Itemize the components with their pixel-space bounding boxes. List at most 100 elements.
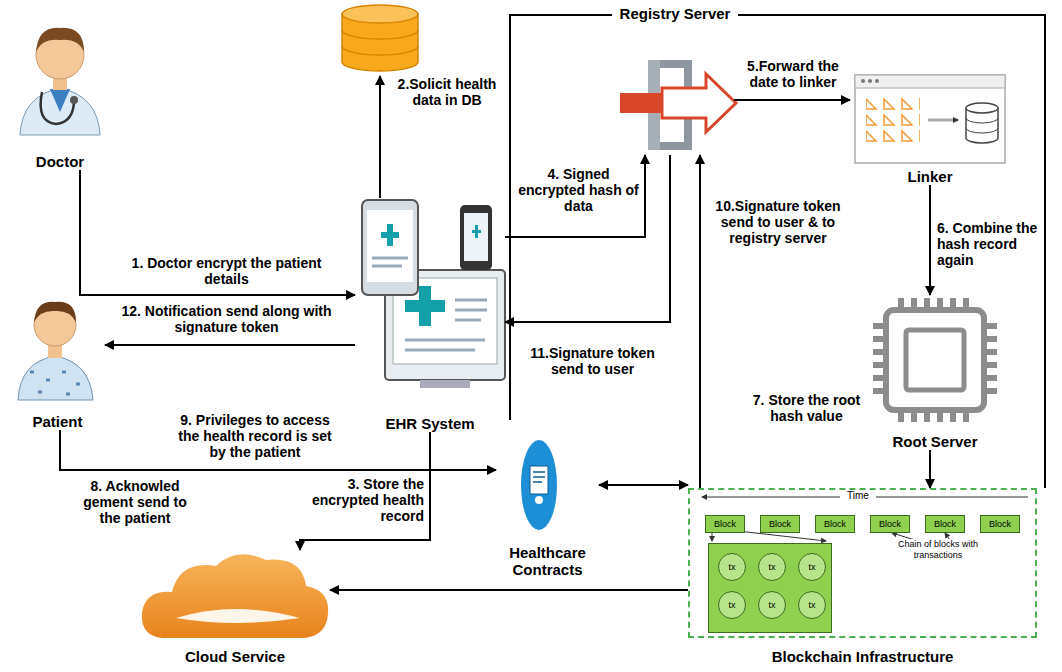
solicit-arrow [379, 76, 381, 198]
tx-circle: tx [758, 553, 786, 581]
node-label: EHR System [385, 415, 474, 432]
flow-arrow [105, 344, 355, 346]
linker-icon-part [966, 103, 998, 113]
cloud-icon-part [176, 609, 300, 623]
edge-label: 4. Signed encrypted hash of data [516, 166, 641, 214]
cloud-icon [142, 554, 328, 638]
node-label: Block [769, 519, 791, 529]
node-label: Healthcare Contracts [496, 544, 599, 578]
doctor-icon-part [50, 89, 70, 112]
blockchain-node: Blockchain InfrastructureBlockBlockBlock… [688, 488, 1037, 638]
node-label: Block [989, 519, 1011, 529]
node-label: Root Server [892, 433, 977, 450]
cloud-node: Cloud Service [140, 550, 330, 665]
doctor-icon-part [70, 96, 78, 104]
database-icon-part [342, 5, 418, 23]
step-label: 2.Solicit health data in DB [388, 76, 506, 108]
node-label: Blockchain Infrastructure [690, 648, 1035, 665]
flow-arrow [929, 450, 931, 488]
edge-label: 10.Signature token send to user & to reg… [708, 198, 848, 246]
edge-label: 7. Store the root hash value [745, 392, 868, 424]
edge-label: 9. Privileges to access the health recor… [170, 412, 340, 460]
ehr-devices [362, 200, 505, 388]
tx-circle: tx [758, 591, 786, 619]
block-box: Block [925, 515, 965, 533]
frame-line [510, 15, 1045, 488]
contract-icon-part [535, 496, 543, 504]
flow-arrow [929, 185, 931, 295]
ehr-devices-part [362, 200, 418, 295]
flow-arrow [505, 155, 645, 237]
contract-icon-part [533, 472, 545, 482]
block-box: Block [705, 515, 745, 533]
tx-circle: tx [718, 553, 746, 581]
flow-arrow [80, 170, 355, 295]
node-label: tx [808, 600, 815, 610]
doctor-icon [20, 28, 100, 135]
block-box: Block [760, 515, 800, 533]
patient-icon-part [30, 372, 80, 394]
patient-node: Patient [10, 300, 105, 430]
ehr-devices-part [420, 380, 470, 388]
patient-icon-part [18, 356, 93, 400]
root-chip-part [886, 310, 984, 410]
linker-node: Linker [850, 75, 1010, 185]
registry-icon-part [662, 74, 736, 132]
node-label: Block [824, 519, 846, 529]
ehr-devices-part [372, 258, 408, 266]
linker-icon-part [966, 118, 998, 133]
contract-icon-part [530, 466, 548, 494]
linker-icon-part [855, 75, 1005, 163]
linker-icon-part [861, 79, 865, 83]
linker-icon [855, 75, 1005, 163]
node-label: Doctor [36, 153, 84, 170]
tx-circle: tx [718, 591, 746, 619]
ehr-devices-part [460, 205, 492, 270]
blockchain-note: Chain of blocks with transactions [878, 539, 998, 561]
edge-label: 5.Forward the date to linker [738, 58, 848, 90]
flow-arrow [505, 155, 670, 322]
linker-icon-part [855, 75, 1005, 88]
linker-icon-part [928, 119, 958, 122]
linker-icon-part [866, 96, 920, 144]
edge-label: 1. Doctor encrypt the patient details [108, 255, 345, 287]
ehr-devices-part [367, 210, 413, 282]
flow-arrow [734, 99, 850, 101]
node-label: Linker [907, 168, 952, 185]
linker-icon-part [875, 79, 879, 83]
edge-label: 3. Store the encrypted health record [305, 476, 425, 524]
step-label: 8. Acknowled gement send to the patient [70, 478, 200, 526]
contract-icon [521, 440, 557, 530]
database-icon-part [342, 30, 418, 55]
edge-label: 12. Notification send along with signatu… [108, 303, 345, 335]
blockchain-decoration [702, 497, 1028, 541]
ehr-devices-part [472, 225, 481, 238]
node-label: Registry Server [620, 5, 731, 22]
registry-node: Registry Server [616, 5, 734, 155]
registry-icon-part [620, 93, 662, 113]
node-label: Block [879, 519, 901, 529]
block-box: Block [815, 515, 855, 533]
node-label: tx [808, 562, 815, 572]
database-icon [342, 5, 418, 71]
tx-circle: tx [798, 591, 826, 619]
root-node: Root Server [860, 295, 1010, 450]
block-box: Block [980, 515, 1020, 533]
ehr-node: EHR System [355, 195, 505, 432]
tx-circle: tx [798, 553, 826, 581]
ehr-devices-part [405, 300, 487, 350]
root-chip [879, 304, 991, 416]
cloud-icon-part [142, 554, 328, 638]
patient-icon [18, 302, 93, 400]
ehr-devices-part [381, 224, 399, 246]
node-label: tx [728, 600, 735, 610]
flow-arrow [699, 155, 701, 488]
doctor-icon-part [20, 88, 100, 135]
node-label: tx [768, 562, 775, 572]
doctor-node: Doctor [15, 5, 105, 170]
doctor-icon-part [41, 92, 74, 124]
node-label: tx [768, 600, 775, 610]
flow-arrow [330, 589, 688, 591]
node-label: Patient [32, 413, 82, 430]
frame-line-part [738, 15, 1045, 488]
